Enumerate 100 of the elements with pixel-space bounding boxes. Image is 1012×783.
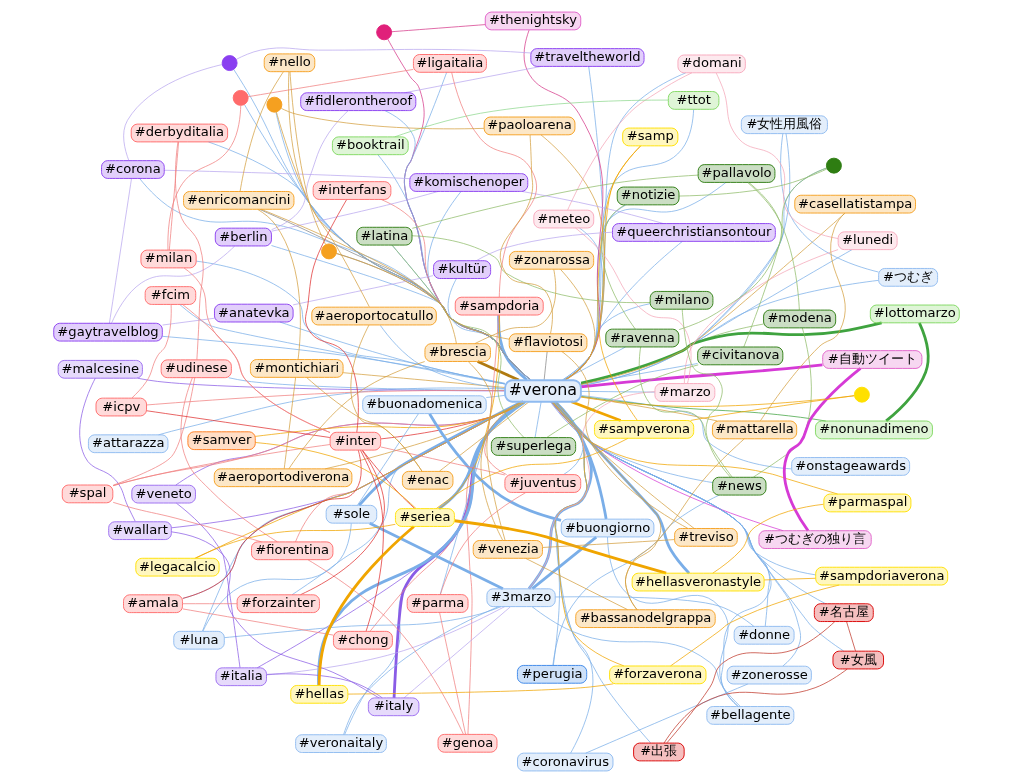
connector <box>181 608 334 636</box>
connector <box>288 361 425 470</box>
connector <box>317 525 415 686</box>
connector <box>438 314 500 509</box>
node-box: #news <box>711 476 766 496</box>
node-circle <box>265 96 282 113</box>
node-box: #3marzo <box>485 588 556 608</box>
connector <box>543 351 547 381</box>
connector <box>601 204 636 330</box>
connector <box>474 269 556 344</box>
connector <box>403 606 511 699</box>
node-box: #veronaitaly <box>294 734 387 753</box>
connector <box>689 395 855 421</box>
connector <box>183 267 330 433</box>
connector <box>496 315 528 382</box>
node-box: #queerchristiansontour <box>611 223 776 242</box>
node-box: #parmaspal <box>822 493 911 513</box>
node-box: #seriea <box>394 508 455 527</box>
node-box: #inter <box>329 431 381 451</box>
connector <box>550 401 826 605</box>
node-box: #donne <box>733 625 795 645</box>
connector <box>368 522 504 591</box>
node-box: #samp <box>621 127 678 147</box>
connector <box>342 606 499 736</box>
node-box: #modena <box>762 309 836 329</box>
connector <box>554 401 624 667</box>
node-circle <box>853 386 870 403</box>
connector <box>525 558 628 611</box>
node-box: #sole <box>325 504 377 524</box>
connector <box>534 401 541 438</box>
connector <box>638 346 733 478</box>
node-box: #venezia <box>472 540 543 559</box>
node-box: #civitanova <box>696 346 783 366</box>
connector <box>563 109 694 381</box>
connector <box>163 169 410 180</box>
connector <box>270 110 349 231</box>
connector <box>157 387 505 436</box>
connector <box>265 673 383 699</box>
node-box: #treviso <box>673 528 738 547</box>
node-box: #malcesine <box>57 359 143 379</box>
node-box: #juventus <box>503 474 581 493</box>
connector <box>624 438 745 610</box>
node-box: #sampverona <box>593 420 694 439</box>
connector <box>291 401 522 596</box>
connector <box>254 442 416 509</box>
connector <box>480 401 521 541</box>
connector <box>485 395 505 398</box>
node-box: #amala <box>122 594 183 614</box>
node-box: #onstageawards <box>790 457 910 476</box>
connector <box>711 503 824 574</box>
node-box: #ttot <box>667 91 719 110</box>
node-box: #名古屋 <box>813 603 874 622</box>
connector <box>550 401 801 667</box>
connector <box>122 64 223 161</box>
node-box: #mattarella <box>711 420 797 440</box>
node-box: #つむぎの独り言 <box>757 530 872 549</box>
connector <box>580 321 882 385</box>
connector <box>280 108 484 130</box>
node-box: #forzaverona <box>608 665 706 685</box>
connector <box>663 668 848 744</box>
connector <box>570 400 621 422</box>
node-box: #paoloarena <box>483 116 575 136</box>
connector <box>427 413 561 522</box>
node-box: #udinese <box>160 359 232 379</box>
connector <box>347 683 614 695</box>
connector <box>175 502 240 668</box>
node-box: #genoa <box>437 733 497 753</box>
connector <box>596 145 641 421</box>
connector <box>350 324 422 472</box>
connector <box>541 539 675 548</box>
node-box: #komischenoper <box>408 173 528 192</box>
connector <box>540 134 605 381</box>
connector <box>304 199 359 433</box>
connector <box>391 244 524 438</box>
node-circle <box>825 157 842 174</box>
node-box: #berlin <box>214 227 272 247</box>
node-box: #parma <box>406 594 469 613</box>
node-box: #bassanodelgrappa <box>574 609 716 628</box>
node-box: #luna <box>172 630 225 650</box>
node-box: #samver <box>186 431 256 451</box>
connector <box>475 231 612 261</box>
node-box: #thenightsky <box>484 11 581 31</box>
connector <box>439 401 524 595</box>
connector <box>580 212 845 385</box>
node-box: #spal <box>61 484 113 504</box>
node-box: #hellas <box>289 684 348 704</box>
node-box: #aeroportocatullo <box>310 306 437 326</box>
node-box: #notizie <box>616 186 679 206</box>
connector <box>260 208 457 345</box>
connector <box>256 209 301 360</box>
connector <box>181 603 237 605</box>
connector <box>180 377 278 543</box>
connector <box>78 377 136 522</box>
connector <box>554 401 651 744</box>
connector <box>580 396 717 422</box>
node-box: #derbyditalia <box>130 123 228 143</box>
connector <box>283 377 296 470</box>
connector <box>202 522 352 632</box>
connector <box>549 401 713 483</box>
connector <box>235 47 531 60</box>
